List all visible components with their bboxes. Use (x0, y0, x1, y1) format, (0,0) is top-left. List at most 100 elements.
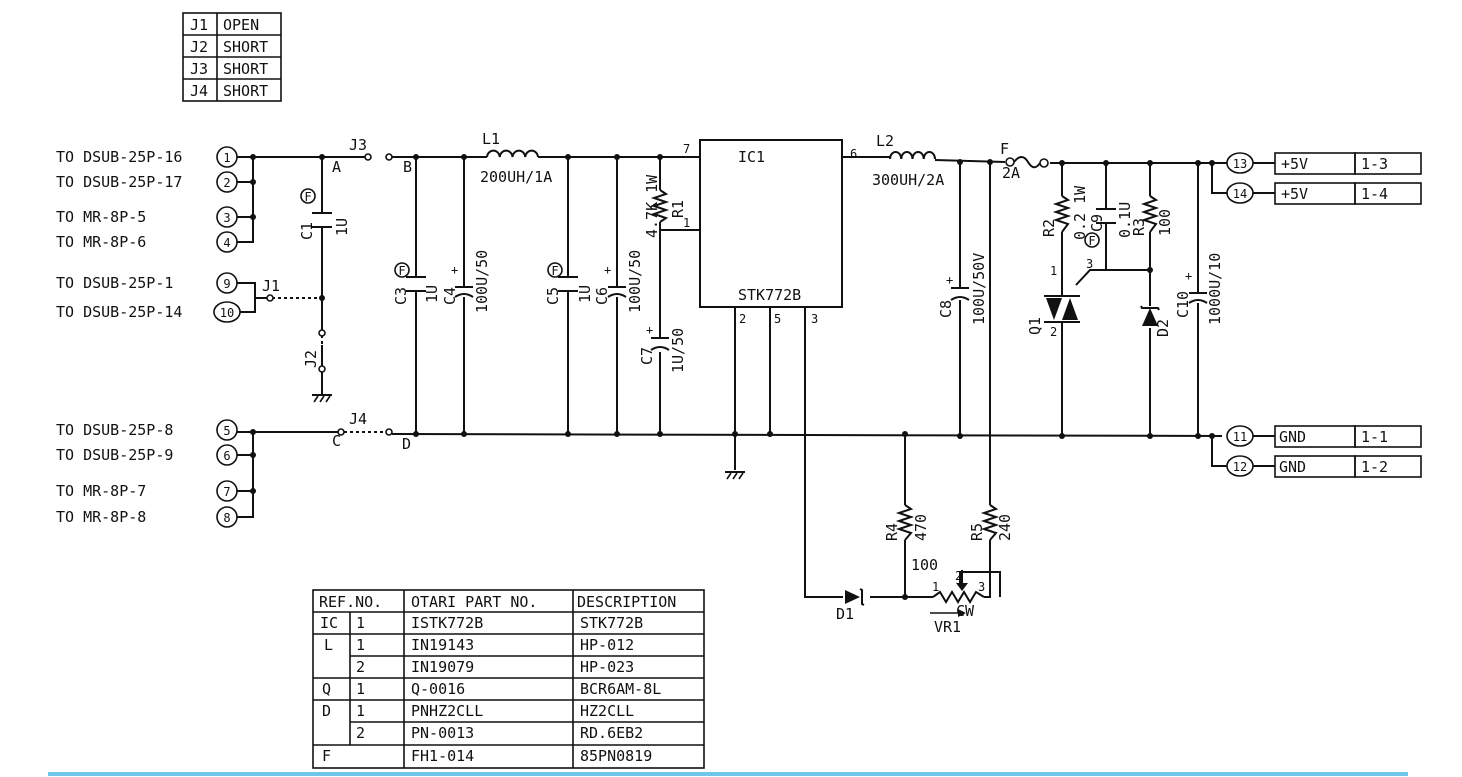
svg-text:1U: 1U (576, 285, 594, 303)
svg-text:+5V: +5V (1281, 155, 1308, 173)
svg-text:+: + (646, 323, 653, 337)
svg-text:2A: 2A (1002, 164, 1020, 182)
pin-number: 10 (220, 306, 234, 320)
pin-number: 3 (223, 211, 230, 225)
jumper-row-state: SHORT (223, 82, 268, 100)
svg-text:C5: C5 (544, 287, 562, 305)
jumper-j3: J3 A B (332, 136, 412, 176)
svg-text:12: 12 (1233, 460, 1247, 474)
ground-icon (312, 394, 332, 403)
svg-text:L: L (324, 636, 333, 654)
svg-text:3: 3 (978, 580, 985, 594)
svg-text:1-4: 1-4 (1361, 185, 1388, 203)
svg-text:D1: D1 (836, 605, 854, 623)
svg-text:C1: C1 (298, 222, 316, 240)
svg-text:1: 1 (356, 614, 365, 632)
svg-text:1-1: 1-1 (1361, 428, 1388, 446)
svg-text:5: 5 (774, 312, 781, 326)
svg-text:+: + (604, 263, 611, 277)
svg-text:A: A (332, 158, 341, 176)
table-header: OTARI PART NO. (411, 593, 537, 611)
jumper-j1: J1 (262, 277, 280, 302)
svg-text:1: 1 (356, 636, 365, 654)
svg-text:STK772B: STK772B (738, 286, 801, 304)
svg-text:C8: C8 (937, 300, 955, 318)
svg-text:100U/50: 100U/50 (473, 250, 491, 313)
svg-text:0.1U: 0.1U (1116, 202, 1134, 238)
svg-text:HP-012: HP-012 (580, 636, 634, 654)
svg-text:2: 2 (356, 724, 365, 742)
svg-text:IC1: IC1 (738, 148, 765, 166)
svg-text:1U/50: 1U/50 (669, 328, 687, 373)
svg-text:7: 7 (683, 142, 690, 156)
svg-text:RD.6EB2: RD.6EB2 (580, 724, 643, 742)
fuse-f: F 2A (1000, 140, 1049, 182)
table-header: REF.NO. (319, 593, 382, 611)
svg-text:Q1: Q1 (1026, 317, 1044, 335)
inductor-l1: L1 200UH/1A (480, 130, 552, 186)
input-label: TO DSUB-25P-14 (56, 303, 182, 321)
svg-text:F: F (304, 190, 311, 204)
svg-text:VR1: VR1 (934, 618, 961, 636)
svg-text:R4: R4 (883, 523, 901, 541)
svg-text:R2: R2 (1040, 219, 1058, 237)
svg-text:3: 3 (811, 312, 818, 326)
svg-text:D2: D2 (1154, 319, 1172, 337)
svg-text:2: 2 (1050, 325, 1057, 339)
svg-text:200UH/1A: 200UH/1A (480, 168, 552, 186)
svg-text:6: 6 (850, 147, 857, 161)
svg-text:BCR6AM-8L: BCR6AM-8L (580, 680, 661, 698)
capacitor-c6: + C6 100U/50 (593, 250, 644, 313)
svg-text:11: 11 (1233, 430, 1247, 444)
svg-text:3: 3 (1086, 257, 1093, 271)
svg-text:+: + (1185, 269, 1192, 283)
svg-text:100U/50V: 100U/50V (970, 253, 988, 325)
ic1-regulator: IC1 STK772B 7 1 6 2 5 3 (683, 139, 857, 326)
input-connectors: TO DSUB-25P-16 TO DSUB-25P-17 TO MR-8P-5… (56, 146, 241, 528)
svg-text:B: B (403, 158, 412, 176)
svg-text:L1: L1 (482, 130, 500, 148)
svg-text:J1: J1 (262, 277, 280, 295)
input-label: TO MR-8P-7 (56, 482, 146, 500)
svg-text:4.7K 1W: 4.7K 1W (643, 174, 661, 238)
junction-dots (250, 154, 1215, 600)
svg-text:1: 1 (683, 216, 690, 230)
svg-text:R5: R5 (968, 523, 986, 541)
svg-text:100U/50: 100U/50 (626, 250, 644, 313)
jumper-row-state: OPEN (223, 16, 259, 34)
jumper-row-ref: J1 (190, 16, 208, 34)
svg-text:D: D (322, 702, 331, 720)
capacitor-c8: + C8 100U/50V (937, 253, 988, 325)
output-connectors: 13 +5V 1-3 14 +5V 1-4 11 GND 1-1 12 GND … (1226, 152, 1422, 478)
input-label: TO DSUB-25P-8 (56, 421, 173, 439)
svg-text:+5V: +5V (1281, 185, 1308, 203)
capacitor-c7: + C7 1U/50 (638, 323, 687, 373)
capacitor-c1: F C1 1U (298, 188, 351, 240)
input-label: TO DSUB-25P-17 (56, 173, 182, 191)
svg-text:2: 2 (356, 658, 365, 676)
pin-number: 9 (223, 277, 230, 291)
inductor-l2: L2 300UH/2A (872, 132, 944, 189)
svg-text:2: 2 (739, 312, 746, 326)
svg-text:13: 13 (1233, 157, 1247, 171)
svg-text:C: C (332, 432, 341, 450)
pin-number: 4 (223, 236, 230, 250)
svg-text:C4: C4 (441, 287, 459, 305)
svg-text:J2: J2 (302, 350, 320, 368)
svg-text:1000U/10: 1000U/10 (1206, 253, 1224, 325)
trimmer-vr1: 100 1 2 3 CW VR1 (911, 556, 985, 636)
input-label: TO MR-8P-8 (56, 508, 146, 526)
svg-text:IC: IC (320, 614, 338, 632)
jumper-row-ref: J2 (190, 38, 208, 56)
svg-text:C10: C10 (1174, 291, 1192, 318)
capacitor-c5: F C5 1U (544, 262, 594, 305)
svg-text:ISTK772B: ISTK772B (411, 614, 483, 632)
input-label: TO DSUB-25P-1 (56, 274, 173, 292)
svg-text:GND: GND (1279, 428, 1306, 446)
jumper-row-ref: J3 (190, 60, 208, 78)
svg-text:F: F (398, 264, 405, 278)
jumper-table: J1 OPEN J2 SHORT J3 SHORT J4 SHORT (182, 12, 282, 102)
pin-number: 1 (223, 151, 230, 165)
svg-text:1U: 1U (423, 285, 441, 303)
